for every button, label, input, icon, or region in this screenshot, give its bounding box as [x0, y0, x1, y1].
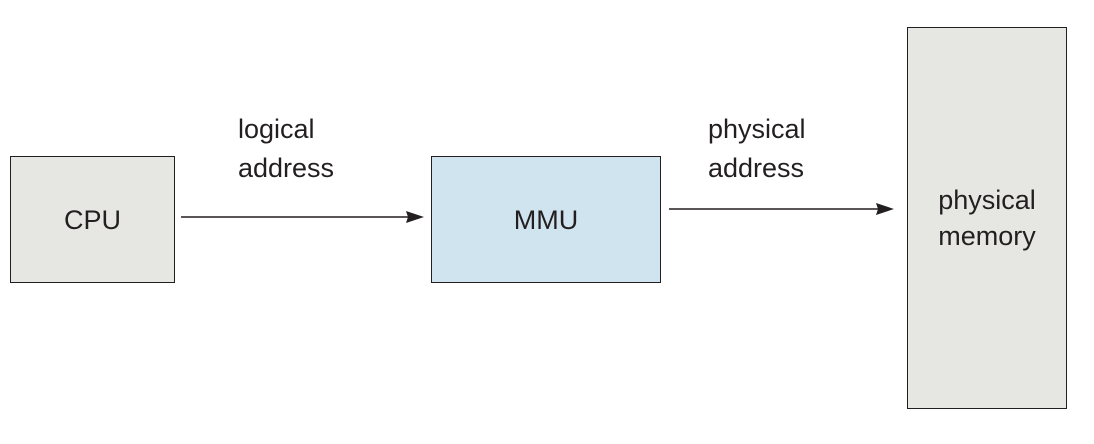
- logical-address-label-line2: address: [238, 153, 335, 183]
- logical-address-label-line1: logical: [238, 114, 315, 144]
- arrow-mmu-to-memory-head: [876, 203, 894, 215]
- physical-address-label: physical address: [708, 110, 806, 188]
- physical-address-label-line2: address: [708, 153, 805, 183]
- logical-address-label: logical address: [238, 110, 334, 188]
- physical-memory-label-line1: physical: [938, 185, 1036, 215]
- mmu-label: MMU: [513, 204, 579, 235]
- cpu-label: CPU: [63, 204, 121, 235]
- cpu-box: CPU: [10, 156, 175, 283]
- physical-memory-label: physical memory: [938, 182, 1036, 254]
- physical-memory-box: physical memory: [907, 27, 1067, 409]
- mmu-box: MMU: [431, 156, 661, 283]
- arrow-cpu-to-mmu-head: [406, 211, 424, 223]
- physical-memory-label-line2: memory: [938, 221, 1036, 251]
- arrow-cpu-to-mmu: [181, 211, 424, 223]
- arrow-mmu-to-memory: [669, 203, 894, 215]
- physical-address-label-line1: physical: [708, 114, 806, 144]
